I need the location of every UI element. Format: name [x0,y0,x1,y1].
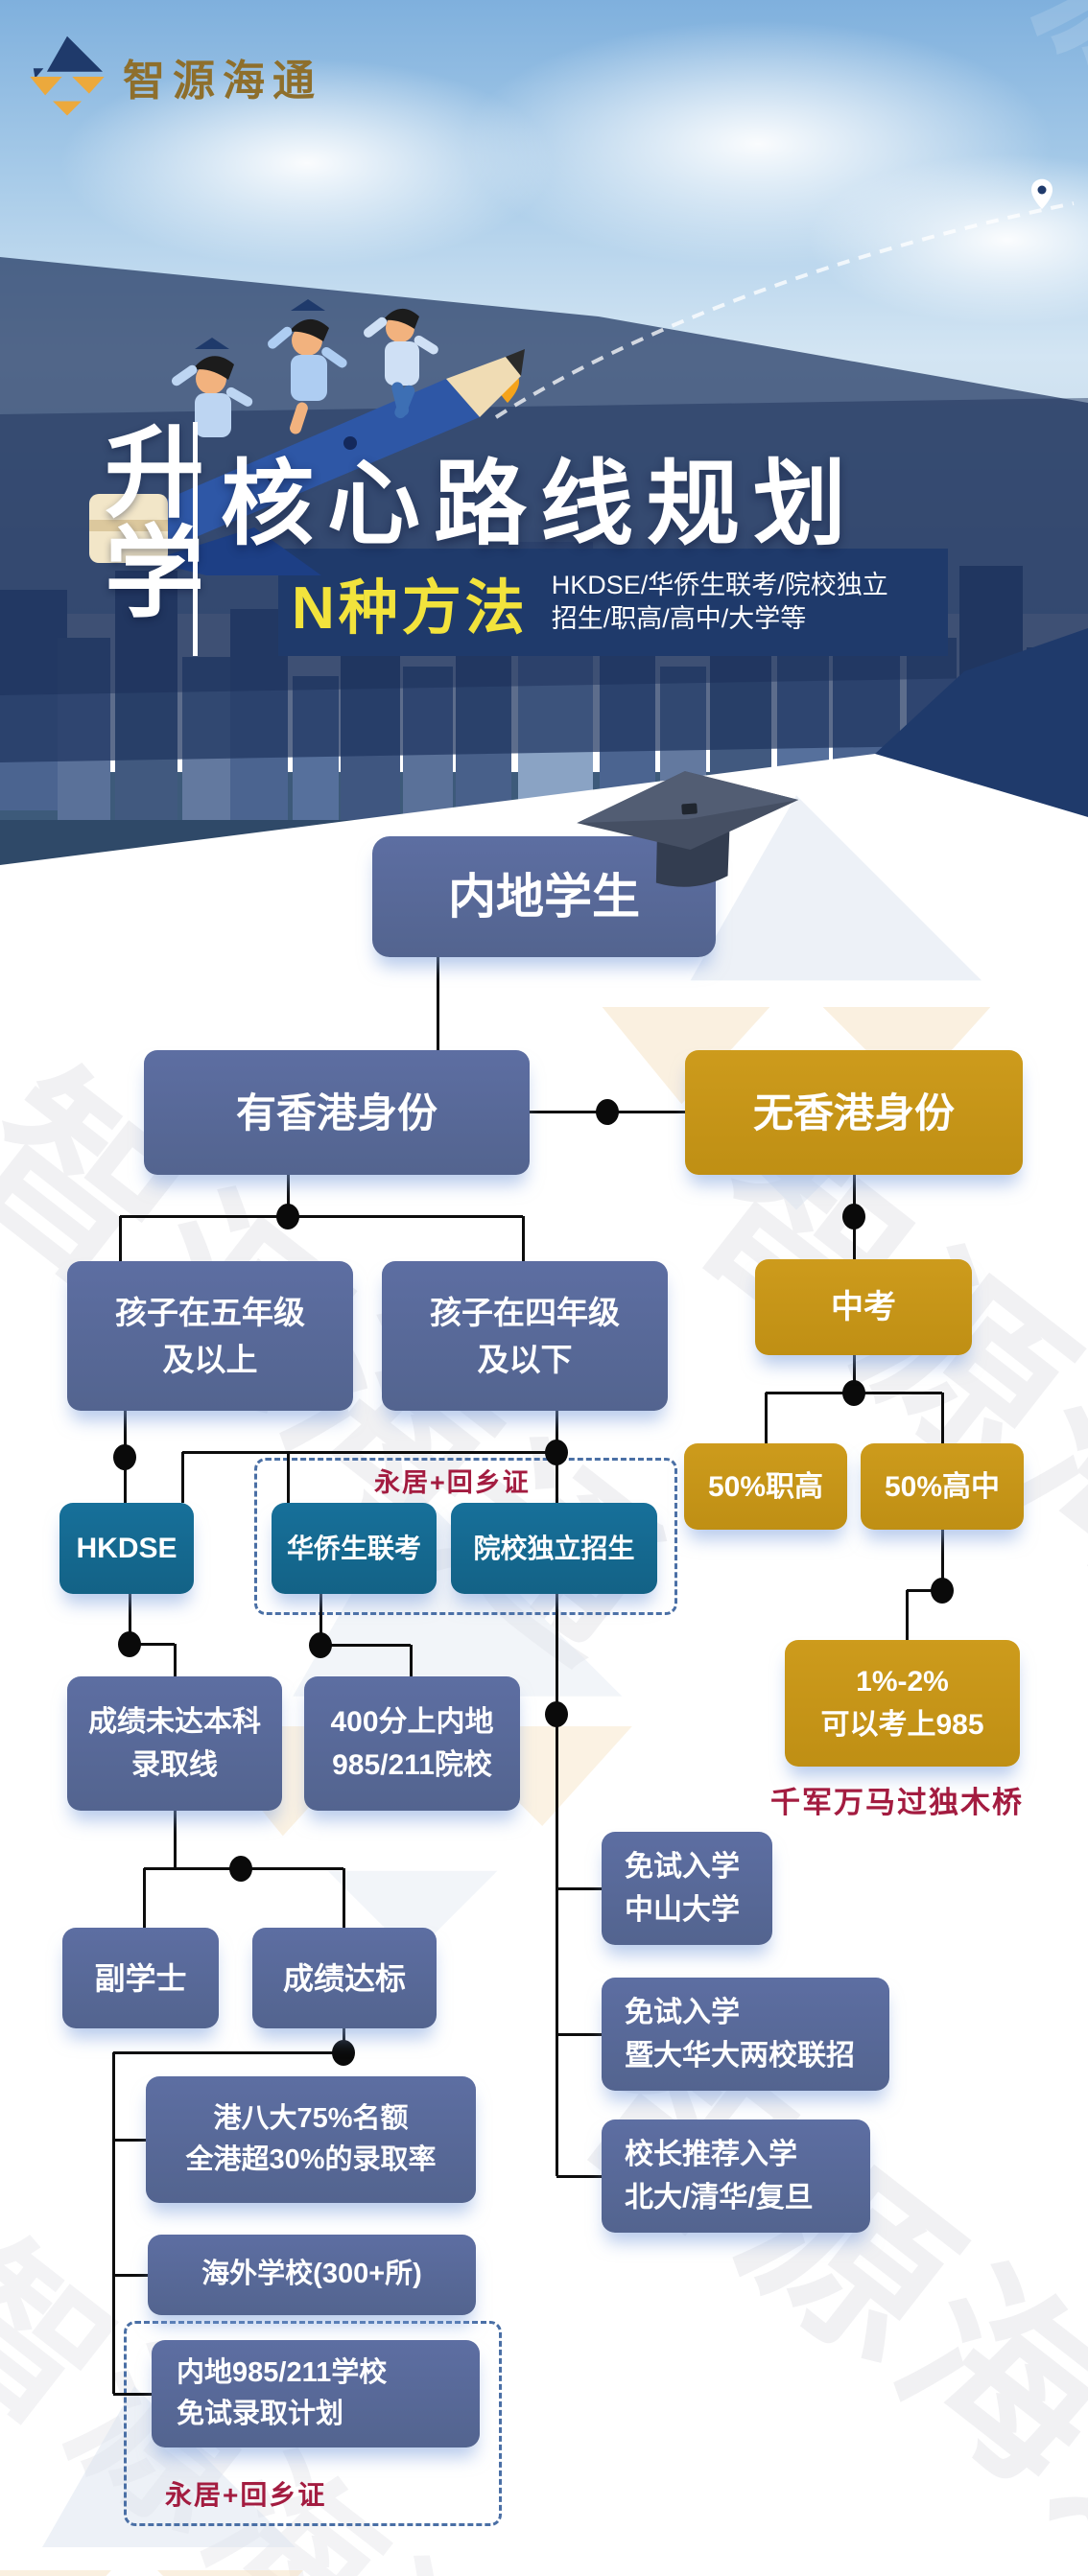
connector-line [120,1215,523,1218]
node-independent-admission: 院校独立招生 [451,1503,657,1594]
node-below-undergrad-line: 成绩未达本科 录取线 [67,1676,282,1811]
connector-line [556,2033,602,2036]
connector-line [130,1643,175,1646]
connector-line [119,1216,122,1261]
connector-line [113,2051,343,2054]
brand-name: 智源海通 [123,58,322,105]
node-hk-big8-quota: 港八大75%名额 全港超30%的录取率 [146,2076,476,2203]
connector-line [287,1452,290,1503]
permit-label-bottom: 永居+回乡证 [165,2480,327,2510]
connector-line [174,1644,177,1676]
connector-line [556,1887,602,1890]
node-50-highschool: 50%高中 [861,1443,1024,1530]
connector-line [112,2052,115,2394]
connector-line [143,1868,146,1928]
connector-dot [596,1099,619,1125]
location-pin-icon [1031,178,1053,209]
node-hkdse: HKDSE [59,1503,194,1594]
page-title: 核心路线规划 [221,452,860,556]
node-grade4-down: 孩子在四年级 及以下 [382,1261,668,1411]
connector-dot [545,1440,568,1465]
node-zhongkao: 中考 [755,1259,972,1355]
connector-line [941,1530,944,1590]
graduation-cap-icon [577,771,799,887]
connector-dot [276,1204,299,1229]
navy-wedge [875,628,1088,817]
connector-line [174,1811,177,1868]
node-overseas-chinese-exam: 华侨生联考 [272,1503,437,1594]
node-mainland-985-211-exam-free: 内地985/211学校 免试录取计划 [152,2340,480,2447]
node-exam-free-zhongshan: 免试入学 中山大学 [602,1832,772,1945]
connector-line [287,1175,290,1216]
student-figure [268,299,347,434]
connector-line [410,1645,413,1676]
connector-dot [113,1444,136,1470]
title-divider [193,422,198,656]
node-associate-degree: 副学士 [62,1928,219,2028]
connector-line [556,2175,602,2178]
node-400-points-985-211: 400分上内地 985/211院校 [304,1676,520,1811]
subtitle-text: HKDSE/华侨生联考/院校独立 招生/职高/高中/大学等 [551,571,888,633]
connector-line [556,1594,558,2176]
connector-line [853,1355,856,1393]
connector-line [343,1868,345,1928]
connector-line [437,957,439,1050]
connector-dot [545,1701,568,1727]
node-overseas-schools: 海外学校(300+所) [148,2235,476,2315]
node-has-hk-identity: 有香港身份 [144,1050,530,1175]
connector-line [129,1594,131,1644]
connector-dot [309,1632,332,1658]
title-vertical: 升学 [88,420,201,620]
connector-line [113,2393,152,2396]
connector-line [320,1644,411,1647]
connector-line [765,1393,768,1443]
permit-label-top: 永居+回乡证 [374,1468,531,1497]
brand-logo-icon [30,35,105,116]
node-principal-recommendation: 校长推荐入学 北大/清华/复旦 [602,2119,870,2233]
node-1-2-percent-985: 1%-2% 可以考上985 [785,1640,1020,1767]
connector-dot [229,1856,252,1882]
caption-single-log-bridge: 千军万马过独木桥 [770,1786,1024,1819]
node-50-vocational: 50%职高 [684,1443,847,1530]
connector-line [907,1589,942,1592]
node-score-qualified: 成绩达标 [252,1928,437,2028]
connector-line [182,1451,556,1454]
node-exam-free-jinan-huaqiao: 免试入学 暨大华大两校联招 [602,1978,889,2091]
connector-line [113,2274,148,2277]
flight-path [494,178,1075,419]
connector-dot [332,2040,355,2066]
permit-group-top [254,1458,677,1615]
connector-line [181,1452,184,1503]
connector-dot [842,1380,865,1406]
connector-line [522,1216,525,1261]
hero-banner: 智源海通 升学 核心路线规划 N种方法 HKDSE/华侨生联考/院校独立 招生/… [0,0,1088,878]
node-grade5-up: 孩子在五年级 及以上 [67,1261,353,1411]
connector-line [319,1594,322,1645]
connector-dot [118,1631,141,1657]
connector-dot [931,1578,954,1604]
connector-line [113,2139,146,2142]
connector-dot [842,1204,865,1229]
node-no-hk-identity: 无香港身份 [685,1050,1023,1175]
connector-line [941,1393,944,1443]
connector-line [906,1590,909,1640]
